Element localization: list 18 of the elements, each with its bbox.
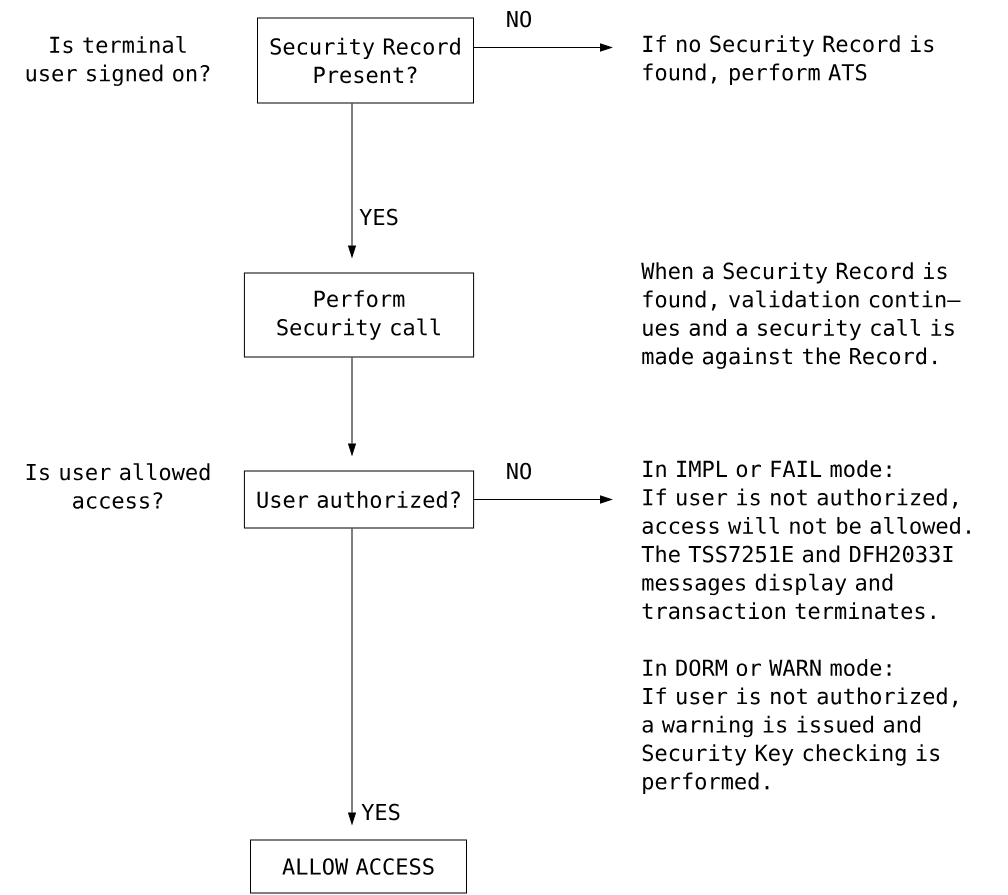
- arrow: [348, 357, 356, 456]
- arrow: [348, 528, 356, 825]
- note-text: In IMPL or FAIL mode: If user is not authorized, access will not be allowed. The TSS7251E and DFH2033I messages display and transaction terminates. In DORM or WARN mode: If user is not authorized, a warning is issued and Security Key checking is performed.: [641, 460, 970, 794]
- note-text: If no Security Record is found, perform ATS: [643, 35, 934, 85]
- edge-label: NO: [504, 9, 534, 29]
- arrow: [473, 495, 612, 504]
- edge-label: NO: [504, 461, 534, 481]
- process-box: ALLOW ACCESS: [250, 839, 467, 894]
- question-label: Is terminal user signed on?: [26, 36, 210, 86]
- process-box: Security Record Present?: [257, 17, 474, 104]
- arrow: [348, 103, 356, 258]
- arrow: [473, 43, 612, 52]
- process-box: Perform Security call: [243, 272, 475, 358]
- note-text: When a Security Record is found, validation contin— ues and a security call is made against the Record.: [641, 262, 961, 369]
- edge-label: YES: [358, 207, 400, 227]
- process-box: User authorized?: [243, 470, 475, 529]
- question-label: Is user allowed access?: [26, 463, 210, 509]
- edge-label: YES: [360, 802, 402, 822]
